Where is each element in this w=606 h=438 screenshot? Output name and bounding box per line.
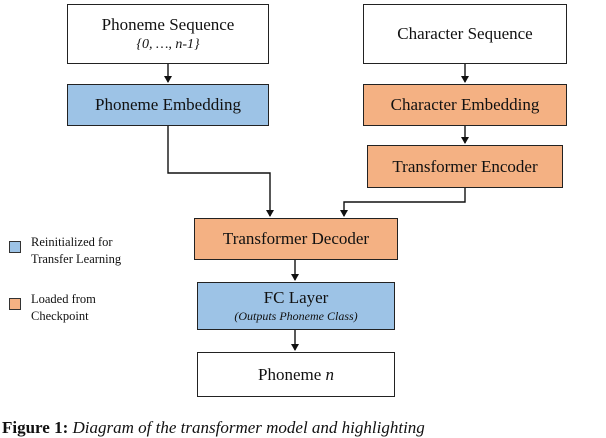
legend-loaded: Loaded from Checkpoint bbox=[31, 291, 96, 325]
fc-layer-box: FC Layer (Outputs Phoneme Class) bbox=[197, 282, 395, 330]
transformer-encoder-title: Transformer Encoder bbox=[392, 156, 538, 176]
phoneme-n-variable: n bbox=[325, 364, 335, 384]
legend-reinitialized-line1: Reinitialized for bbox=[31, 235, 113, 249]
phoneme-n-title: Phoneme n bbox=[258, 365, 334, 385]
arrow-phoneme-embedding-to-decoder bbox=[167, 126, 274, 217]
phoneme-embedding-box: Phoneme Embedding bbox=[67, 84, 269, 126]
arrow-encoder-to-decoder bbox=[340, 188, 466, 217]
character-embedding-title: Character Embedding bbox=[390, 95, 540, 115]
legend-reinitialized-line2: Transfer Learning bbox=[31, 251, 122, 266]
character-sequence-box: Character Sequence bbox=[363, 4, 567, 64]
legend-loaded-line2: Checkpoint bbox=[31, 308, 89, 323]
legend-swatch-loaded bbox=[9, 298, 21, 310]
figure-caption: Figure 1: Diagram of the transformer mod… bbox=[2, 418, 425, 438]
fc-layer-title: FC Layer bbox=[263, 287, 329, 307]
character-embedding-box: Character Embedding bbox=[363, 84, 567, 126]
transformer-decoder-title: Transformer Decoder bbox=[222, 229, 370, 249]
phoneme-embedding-title: Phoneme Embedding bbox=[95, 95, 241, 115]
connector-layer bbox=[164, 64, 469, 351]
phoneme-sequence-title: Phoneme Sequence bbox=[101, 14, 235, 34]
fc-layer-subtitle: (Outputs Phoneme Class) bbox=[234, 309, 358, 324]
transformer-encoder-box: Transformer Encoder bbox=[367, 145, 563, 188]
phoneme-n-label: Phoneme bbox=[257, 364, 326, 384]
transformer-decoder-box: Transformer Decoder bbox=[194, 218, 398, 260]
phoneme-sequence-range: {0, …, n-1} bbox=[136, 37, 200, 53]
legend-reinitialized: Reinitialized for Transfer Learning bbox=[31, 234, 121, 268]
character-sequence-title: Character Sequence bbox=[397, 24, 533, 44]
phoneme-n-box: Phoneme n bbox=[197, 352, 395, 397]
legend-loaded-line1: Loaded from bbox=[31, 292, 96, 306]
legend-swatch-reinitialized bbox=[9, 241, 21, 253]
phoneme-sequence-box: Phoneme Sequence {0, …, n-1} bbox=[67, 4, 269, 64]
